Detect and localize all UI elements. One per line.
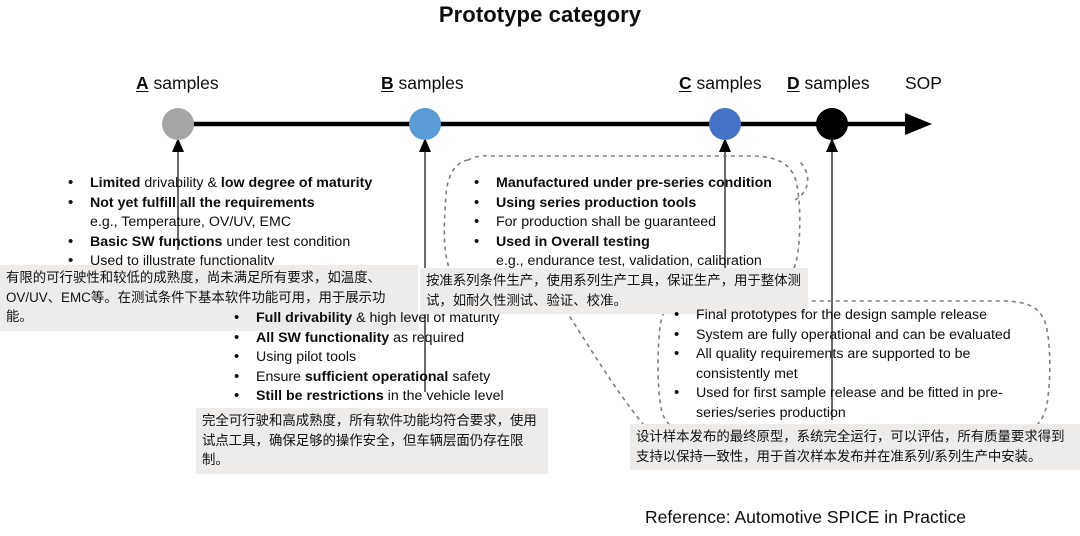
bullet-emphasis: Used in Overall testing	[496, 233, 650, 250]
bullet-text: safety	[448, 368, 491, 385]
b-samples-bullets: Full drivability & high level of maturit…	[228, 308, 504, 407]
bullet-text: e.g., endurance test, validation, calibr…	[496, 253, 762, 269]
c-samples-bullets: Manufactured under pre-series conditionU…	[468, 173, 772, 272]
bullet-item: Full drivability & high level of maturit…	[228, 308, 504, 329]
bullet-text: & high level of maturity	[352, 310, 500, 326]
bullet-text: Using pilot tools	[256, 349, 357, 365]
a-samples-bullets: Limited drivability & low degree of matu…	[62, 173, 373, 272]
stage-label-sop: SOP	[905, 73, 942, 93]
bullet-emphasis: Not yet fulfill all the requirements	[90, 194, 315, 211]
reference-note: Reference: Automotive SPICE in Practice	[645, 507, 966, 527]
bullet-text: Used for first sample release and be fit…	[696, 385, 1003, 401]
bullet-item: consistently met	[668, 365, 1011, 385]
bullet-item: System are fully operational and can be …	[668, 325, 1011, 346]
stage-letter-c: C	[679, 73, 692, 93]
bullet-item: e.g., endurance test, validation, calibr…	[468, 252, 772, 272]
stage-label-c: C samples	[679, 73, 762, 93]
stage-label-a: A samples	[136, 73, 219, 93]
marker-b-samples[interactable]	[409, 108, 441, 140]
stage-letter-d: D	[787, 73, 800, 93]
bullet-item: Ensure sufficient operational safety	[228, 367, 504, 388]
page-title: Prototype category	[438, 2, 642, 27]
bullet-emphasis: All SW functionality	[256, 329, 390, 346]
stage-word-d: samples	[799, 73, 870, 93]
stage-word-b: samples	[393, 73, 464, 93]
bullet-text: in the vehicle level	[383, 388, 504, 404]
bullet-emphasis: low degree of maturity	[220, 175, 373, 191]
timeline-arrowhead	[905, 113, 932, 135]
marker-a-samples[interactable]	[162, 108, 194, 140]
bullet-emphasis: Still be restrictions	[256, 388, 384, 404]
bullet-item: Using pilot tools	[228, 347, 504, 368]
bullet-text: as required	[389, 329, 465, 346]
stage-letter-b: B	[381, 73, 394, 93]
d-samples-translation: 设计样本发布的最终原型，系统完全运行，可以评估，所有质量要求得到支持以保持一致性…	[630, 424, 1080, 470]
bullet-item: Final prototypes for the design sample r…	[668, 305, 1011, 326]
marker-c-samples[interactable]	[709, 108, 741, 140]
bullet-emphasis: Using series production tools	[496, 194, 697, 211]
bullet-emphasis: Full drivability	[256, 310, 353, 326]
bullet-emphasis: Manufactured under pre-series condition	[496, 175, 772, 191]
block-c-samples: Manufactured under pre-series conditionU…	[468, 173, 772, 272]
block-b-samples: Full drivability & high level of maturit…	[228, 308, 504, 407]
bullet-text: series/series production	[696, 404, 846, 421]
bullet-text: Ensure	[256, 368, 305, 385]
stage-letter-a: A	[136, 73, 149, 93]
bullet-item: Not yet fulfill all the requirements	[62, 193, 372, 214]
bullet-text: drivability &	[140, 175, 221, 191]
bullet-item: e.g., Temperature, OV/UV, EMC	[62, 213, 372, 233]
c-callout-tail	[794, 161, 809, 201]
bullet-item: Using series production tools	[468, 193, 772, 214]
bullet-item: For production shall be guaranteed	[468, 212, 772, 233]
d-samples-bullets: Final prototypes for the design sample r…	[668, 305, 1011, 424]
bullet-item: Basic SW functions under test condition	[62, 232, 372, 253]
block-d-samples: Final prototypes for the design sample r…	[668, 305, 1011, 424]
bullet-text: e.g., Temperature, OV/UV, EMC	[90, 214, 292, 230]
bullet-emphasis: Basic SW functions	[90, 233, 223, 250]
bullet-text: Final prototypes for the design sample r…	[696, 307, 988, 323]
connector-arrowheads	[172, 138, 838, 152]
marker-d-samples[interactable]	[816, 108, 848, 140]
stage-label-b: B samples	[381, 73, 464, 93]
bullet-item: Used for first sample release and be fit…	[668, 383, 1011, 404]
bullet-item: All SW functionality as required	[228, 328, 504, 349]
stage-label-d: D samples	[787, 73, 870, 93]
a-samples-translation: 有限的可行驶性和较低的成熟度，尚未满足所有要求，如温度、OV/UV、EMC等。在…	[0, 265, 418, 331]
block-a-samples: Limited drivability & low degree of matu…	[62, 173, 373, 272]
bullet-text: All quality requirements are supported t…	[696, 346, 971, 362]
bullet-text: consistently met	[696, 365, 798, 382]
bullet-text: under test condition	[222, 233, 351, 250]
bullet-item: Still be restrictions in the vehicle lev…	[228, 386, 504, 407]
bullet-item: Used in Overall testing	[468, 232, 772, 253]
bullet-emphasis: Limited	[90, 175, 141, 191]
stage-word-c: samples	[691, 73, 762, 93]
stage-word-a: samples	[148, 73, 219, 93]
bullet-item: Limited drivability & low degree of matu…	[62, 173, 373, 194]
bullet-text: System are fully operational and can be …	[696, 326, 1011, 343]
bullet-item: All quality requirements are supported t…	[668, 344, 1011, 365]
bullet-text: For production shall be guaranteed	[496, 214, 717, 230]
bullet-item: Manufactured under pre-series condition	[468, 173, 772, 194]
bullet-emphasis: sufficient operational	[304, 368, 449, 385]
b-samples-translation: 完全可行驶和高成熟度，所有软件功能均符合要求，使用试点工具，确保足够的操作安全，…	[196, 408, 548, 474]
bullet-item: series/series production	[668, 404, 1011, 424]
